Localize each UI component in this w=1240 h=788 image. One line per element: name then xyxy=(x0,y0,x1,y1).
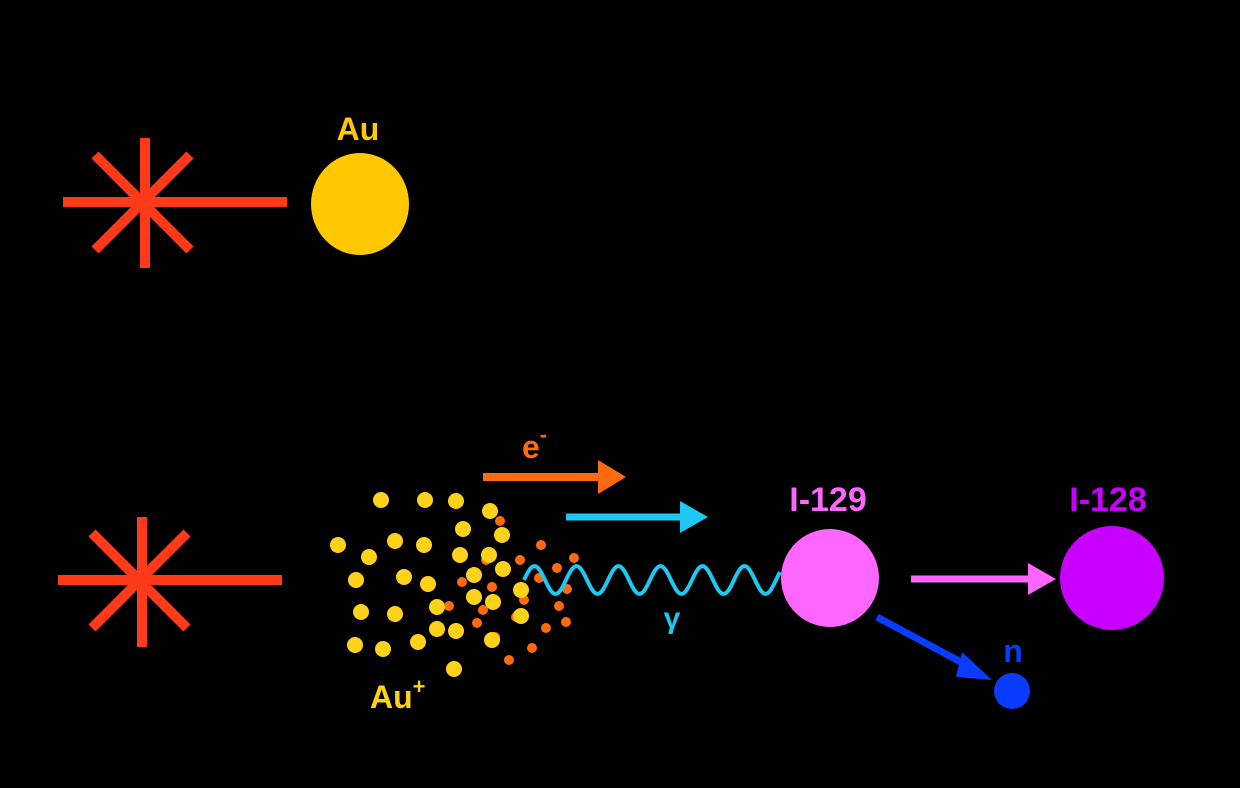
gold-ion-label: Au+ xyxy=(370,674,426,715)
neutron-label: n xyxy=(1003,633,1023,669)
photon-beam-arrow xyxy=(566,501,708,533)
gold-ion-particle xyxy=(348,572,364,588)
gold-ion-particle xyxy=(429,621,445,637)
gold-ion-particle xyxy=(361,549,377,565)
electron-particle xyxy=(504,655,514,665)
gold-target-label: Au xyxy=(337,111,380,147)
electron-particle xyxy=(536,540,546,550)
top-laser-icon xyxy=(63,138,287,268)
gold-ion-particle xyxy=(513,582,529,598)
gold-ion-particle xyxy=(466,589,482,605)
gold-ion-particle xyxy=(481,547,497,563)
gold-ion-particle xyxy=(455,521,471,537)
gold-ion-particle xyxy=(347,637,363,653)
neutron-particle xyxy=(994,673,1030,709)
iodine-129-nucleus xyxy=(781,529,879,627)
gold-ion-particle xyxy=(330,537,346,553)
electron-particle xyxy=(515,555,525,565)
iodine-129-label: I-129 xyxy=(789,481,867,519)
gold-ion-particle xyxy=(484,632,500,648)
transmutation-arrow xyxy=(911,563,1056,595)
gold-ion-particle xyxy=(448,493,464,509)
gold-ion-particle xyxy=(375,641,391,657)
electron-particle xyxy=(478,605,488,615)
iodine-128-nucleus xyxy=(1060,526,1164,630)
electron-label: e- xyxy=(522,422,547,465)
neutron-emission-arrow xyxy=(875,613,992,680)
gold-ion-particle xyxy=(410,634,426,650)
iodine-128-label: I-128 xyxy=(1069,481,1147,519)
gold-ion-particle xyxy=(485,594,501,610)
electron-particle xyxy=(472,618,482,628)
gold-ion-particle xyxy=(353,604,369,620)
electron-particle xyxy=(554,601,564,611)
electron-particle xyxy=(487,582,497,592)
electron-particle xyxy=(541,623,551,633)
electron-particle xyxy=(561,617,571,627)
bottom-laser-icon xyxy=(58,517,282,647)
gold-ion-particle xyxy=(446,661,462,677)
electron-particle xyxy=(495,516,505,526)
gold-ion-particle xyxy=(466,567,482,583)
gold-ion-plasma-cloud xyxy=(330,492,579,677)
electron-particle xyxy=(569,553,579,563)
gold-ion-particle xyxy=(482,503,498,519)
gold-ion-particle xyxy=(513,608,529,624)
gold-ion-particle xyxy=(495,561,511,577)
electron-particle xyxy=(527,643,537,653)
gold-ion-particle xyxy=(448,623,464,639)
gold-ion-particle xyxy=(387,606,403,622)
gold-ion-particle xyxy=(417,492,433,508)
gamma-label: γ xyxy=(664,602,681,635)
gold-ion-particle xyxy=(429,599,445,615)
gold-target-atom xyxy=(311,153,409,255)
gold-ion-particle xyxy=(416,537,432,553)
gold-ion-particle xyxy=(452,547,468,563)
gold-ion-particle xyxy=(396,569,412,585)
gold-ion-particle xyxy=(494,527,510,543)
electron-particle xyxy=(444,601,454,611)
electron-beam-arrow xyxy=(483,460,626,494)
gamma-ray-wave xyxy=(522,563,782,597)
electron-particle xyxy=(552,563,562,573)
gold-ion-particle xyxy=(387,533,403,549)
electron-particle xyxy=(457,577,467,587)
gold-ion-particle xyxy=(420,576,436,592)
gold-ion-particle xyxy=(373,492,389,508)
